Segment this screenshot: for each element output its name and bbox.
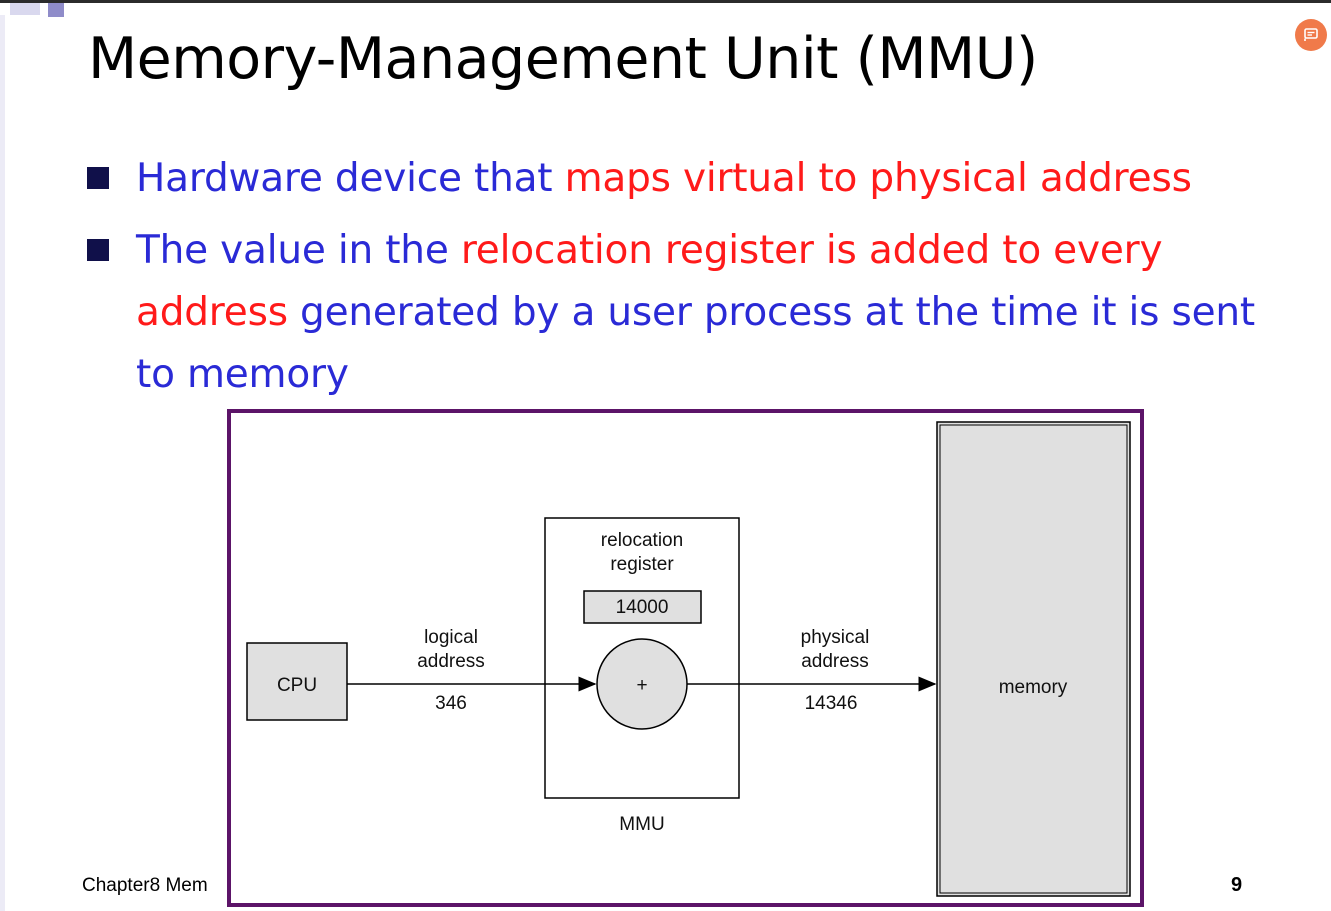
template-decoration: [48, 3, 64, 17]
physical-address-value: 14346: [805, 693, 858, 714]
bullet-highlight-segment: relocation register is added to every ad…: [136, 228, 1163, 335]
page-number: 9: [1231, 874, 1243, 896]
slide-title: Memory-Management Unit (MMU): [88, 26, 1038, 92]
share-screen-icon: [1304, 28, 1318, 41]
cpu-box: [246, 642, 348, 721]
bullet-item: The value in the relocation register is …: [87, 220, 1302, 406]
square-bullet-icon: [87, 167, 109, 189]
bullet-highlight-segment: maps virtual to physical address: [564, 156, 1192, 201]
template-decoration: [0, 15, 5, 911]
footer-chapter-text: Chapter8 Mem: [82, 875, 208, 896]
square-bullet-icon: [87, 239, 109, 261]
relocation-register-value: 14000: [616, 597, 669, 618]
mmu-label: MMU: [619, 814, 664, 835]
bullet-item: Hardware device that maps virtual to phy…: [87, 148, 1302, 210]
relocation-register-box: [583, 590, 702, 624]
template-decoration: [10, 3, 40, 15]
bullet-text-segment: generated by a user process at the time …: [136, 290, 1256, 397]
logical-address-label-line1: logical: [424, 627, 478, 648]
top-border: [0, 0, 1331, 3]
memory-label: memory: [999, 677, 1068, 698]
adder-symbol: +: [636, 675, 647, 696]
mmu-diagram-frame: memory CPU relocation register 14000 + M…: [227, 409, 1144, 907]
relocation-register-label-line1: relocation: [601, 530, 683, 551]
cpu-label: CPU: [277, 675, 317, 696]
bullet-text-segment: The value in the: [136, 228, 461, 273]
memory-box: [936, 421, 1131, 897]
logical-address-label-line2: address: [417, 651, 485, 672]
mmu-diagram: memory CPU relocation register 14000 + M…: [246, 421, 1131, 897]
relocation-register-label-line2: register: [610, 554, 674, 575]
physical-address-label-line1: physical: [801, 627, 870, 648]
bullet-list: Hardware device that maps virtual to phy…: [87, 148, 1302, 406]
bullet-text-segment: Hardware device that: [136, 156, 565, 201]
physical-address-label-line2: address: [801, 651, 869, 672]
logical-address-value: 346: [435, 693, 467, 714]
floating-action-button[interactable]: [1295, 19, 1327, 51]
